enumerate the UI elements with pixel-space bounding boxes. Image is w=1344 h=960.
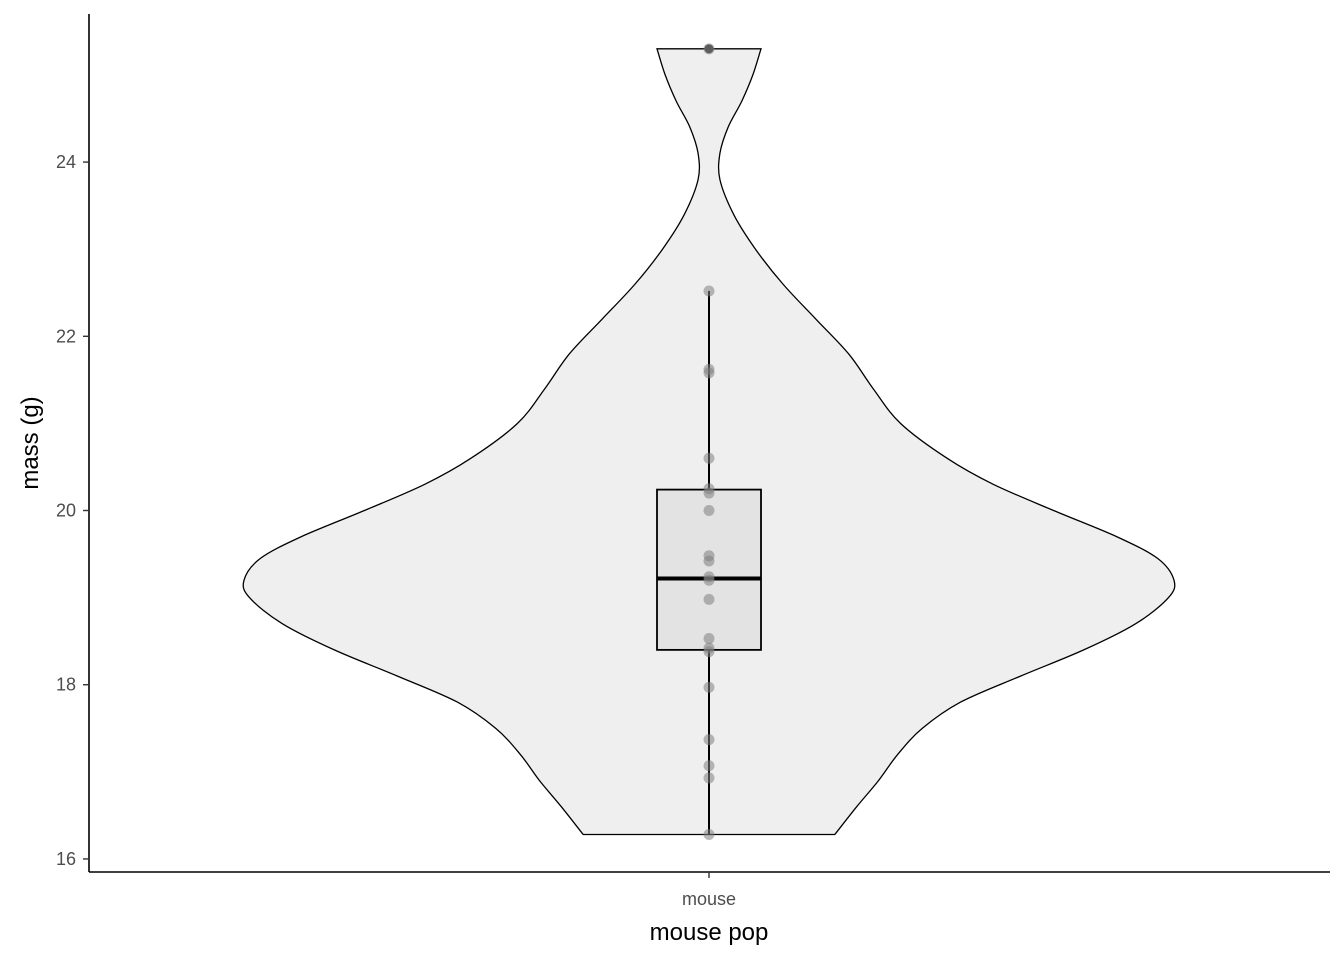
data-point [703,505,715,517]
data-point [703,772,715,784]
data-point [703,487,715,499]
data-point [703,452,715,464]
x-axis-title: mouse pop [650,919,769,946]
y-tick-label: 20 [56,501,76,521]
data-point [703,681,715,693]
y-tick-label: 24 [56,152,76,172]
data-point [703,43,715,55]
x-tick-label: mouse [682,889,736,909]
data-point [703,574,715,586]
data-point [703,646,715,658]
box-iqr [656,488,762,651]
y-axis-title: mass (g) [17,396,44,489]
data-point [703,734,715,746]
y-tick-label: 22 [56,326,76,346]
boxplot-layer [656,44,762,835]
y-ticks: 16 18 20 22 24 [56,152,89,869]
data-point [703,633,715,645]
y-tick-label: 18 [56,675,76,695]
data-point [703,593,715,605]
x-ticks: mouse [682,872,736,909]
data-point [703,555,715,567]
data-point [703,285,715,297]
data-point [703,367,715,379]
points-layer [703,43,715,841]
y-tick-label: 16 [56,849,76,869]
data-point [703,829,715,841]
data-point [703,760,715,772]
